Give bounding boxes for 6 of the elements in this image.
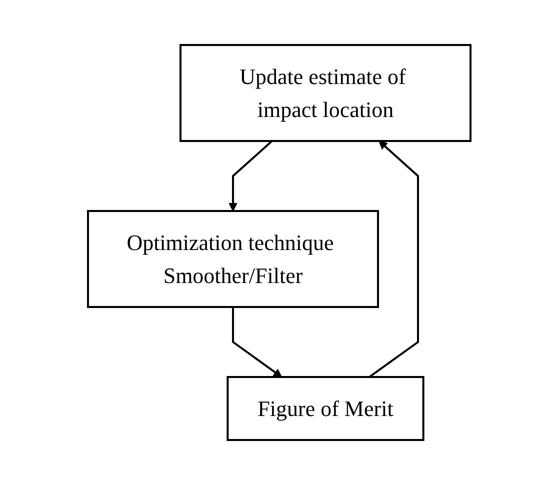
arrow <box>228 140 272 212</box>
node-box: Optimization technique Smoother/Filter <box>86 210 379 308</box>
arrow <box>368 140 419 378</box>
arrow <box>232 307 282 378</box>
node-box: Update estimate of impact location <box>179 44 472 142</box>
node-box: Figure of Merit <box>226 376 424 441</box>
